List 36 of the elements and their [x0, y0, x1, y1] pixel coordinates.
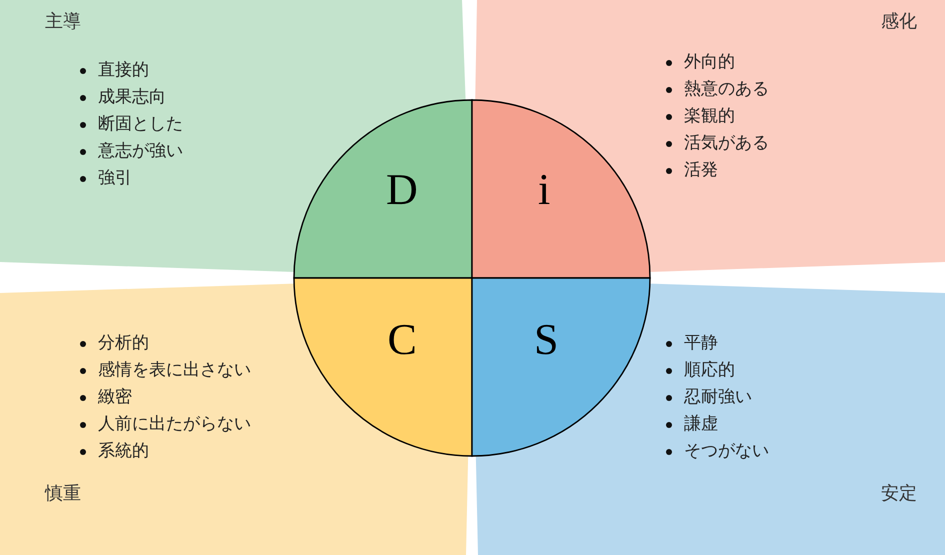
quadrant-letter: D — [386, 168, 418, 212]
bullet-item: 活気がある — [684, 132, 769, 155]
bullet-item: 系統的 — [98, 440, 149, 463]
bullet-item: 意志が強い — [98, 140, 183, 163]
bullet-item: そつがない — [684, 440, 769, 463]
bullet-item: 緻密 — [98, 386, 132, 409]
bullet-item: 成果志向 — [98, 86, 166, 109]
quadrant-panel — [0, 0, 472, 278]
bullet-item: 熱意のある — [684, 78, 769, 101]
circle-quadrant — [472, 278, 650, 456]
quadrant-letter: S — [534, 318, 558, 362]
quadrant-heading: 安定 — [881, 483, 917, 505]
bullet-item: 謙虚 — [684, 413, 718, 436]
bullet-item: 忍耐強い — [684, 386, 752, 409]
quadrant-panel — [472, 278, 945, 555]
bullet-item: 断固とした — [98, 113, 183, 136]
bullet-item: 楽観的 — [684, 105, 735, 128]
bullet-item: 感情を表に出さない — [98, 359, 251, 382]
bullet-item: 強引 — [98, 167, 132, 190]
quadrant-panel — [472, 0, 945, 278]
quadrant-letter: C — [388, 318, 417, 362]
bullet-item: 順応的 — [684, 359, 735, 382]
quadrant-panel — [0, 278, 472, 555]
bullet-item: 活発 — [684, 159, 718, 182]
bullet-item: 平静 — [684, 332, 718, 355]
quadrant-heading: 感化 — [881, 11, 917, 33]
quadrant-heading: 慎重 — [45, 483, 81, 505]
bullet-item: 分析的 — [98, 332, 149, 355]
bullet-item: 人前に出たがらない — [98, 413, 251, 436]
quadrant-letter: i — [538, 168, 550, 212]
circle-quadrant — [294, 100, 472, 278]
bullet-item: 直接的 — [98, 59, 149, 82]
circle-quadrant — [294, 278, 472, 456]
quadrant-heading: 主導 — [45, 11, 81, 33]
circle-quadrant — [472, 100, 650, 278]
bullet-item: 外向的 — [684, 51, 735, 74]
